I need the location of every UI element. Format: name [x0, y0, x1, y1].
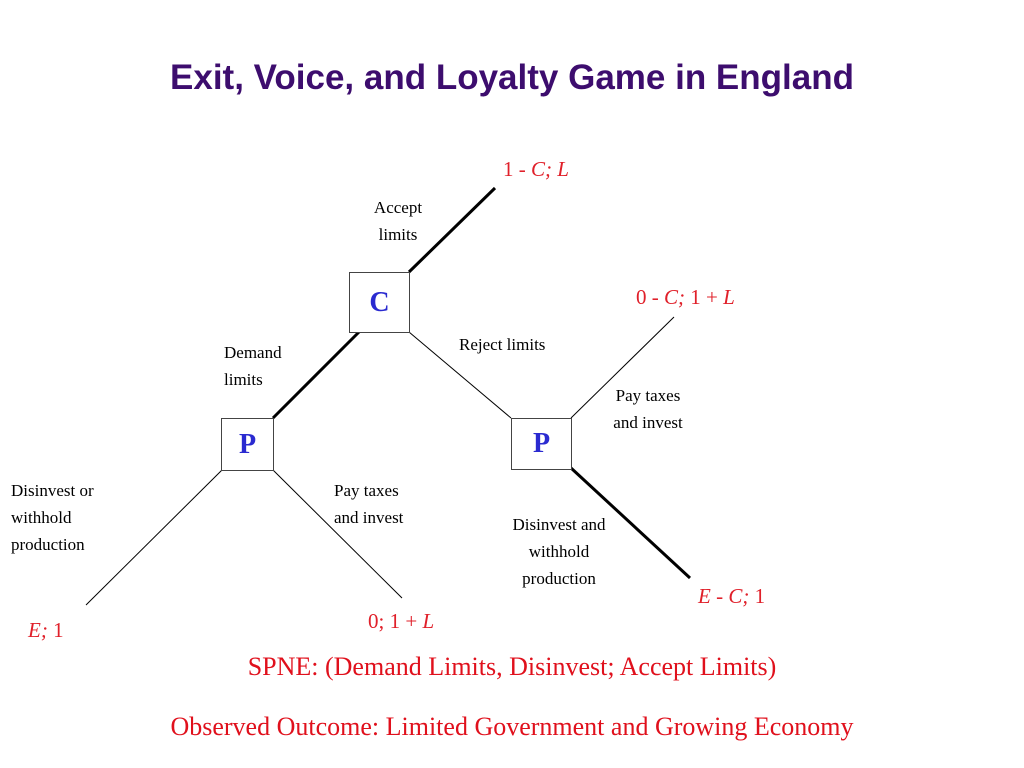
label-reject-limits: Reject limits — [459, 335, 546, 354]
label-disinvest-and-withhold: Disinvest and withhold production — [512, 515, 606, 588]
label-left-pay-taxes: Pay taxes and invest — [334, 481, 404, 527]
payoff-left-pay: 0; 1 + L — [368, 609, 435, 633]
payoff-reject-disinvest: E - C; 1 — [698, 584, 766, 608]
payoff-accept: 1 - C; L — [503, 157, 569, 181]
label-demand-limits: Demand limits — [224, 343, 282, 389]
edge-left-disinvest — [85, 469, 223, 606]
node-p-left: P — [221, 418, 274, 471]
edge-right-pay-taxes — [570, 316, 675, 419]
edge-demand-limits — [271, 330, 361, 420]
edge-accept-limits — [407, 186, 497, 274]
observed-outcome: Observed Outcome: Limited Government and… — [170, 712, 854, 741]
edge-right-disinvest — [569, 466, 692, 580]
node-p-right: P — [511, 418, 572, 470]
label-disinvest-or-withhold: Disinvest or withhold production — [11, 481, 94, 554]
payoff-left-disinvest: E; 1 — [28, 618, 64, 642]
label-right-pay-taxes: Pay taxes and invest — [613, 386, 683, 432]
edge-reject-limits — [408, 331, 512, 419]
node-c: C — [349, 272, 410, 333]
edge-left-pay-taxes — [272, 469, 403, 599]
slide-title: Exit, Voice, and Loyalty Game in England — [170, 58, 854, 97]
payoff-reject-pay: 0 - C; 1 + L — [636, 285, 735, 309]
label-accept-limits: Accept limits — [373, 198, 423, 244]
spne-statement: SPNE: (Demand Limits, Disinvest; Accept … — [247, 652, 777, 681]
